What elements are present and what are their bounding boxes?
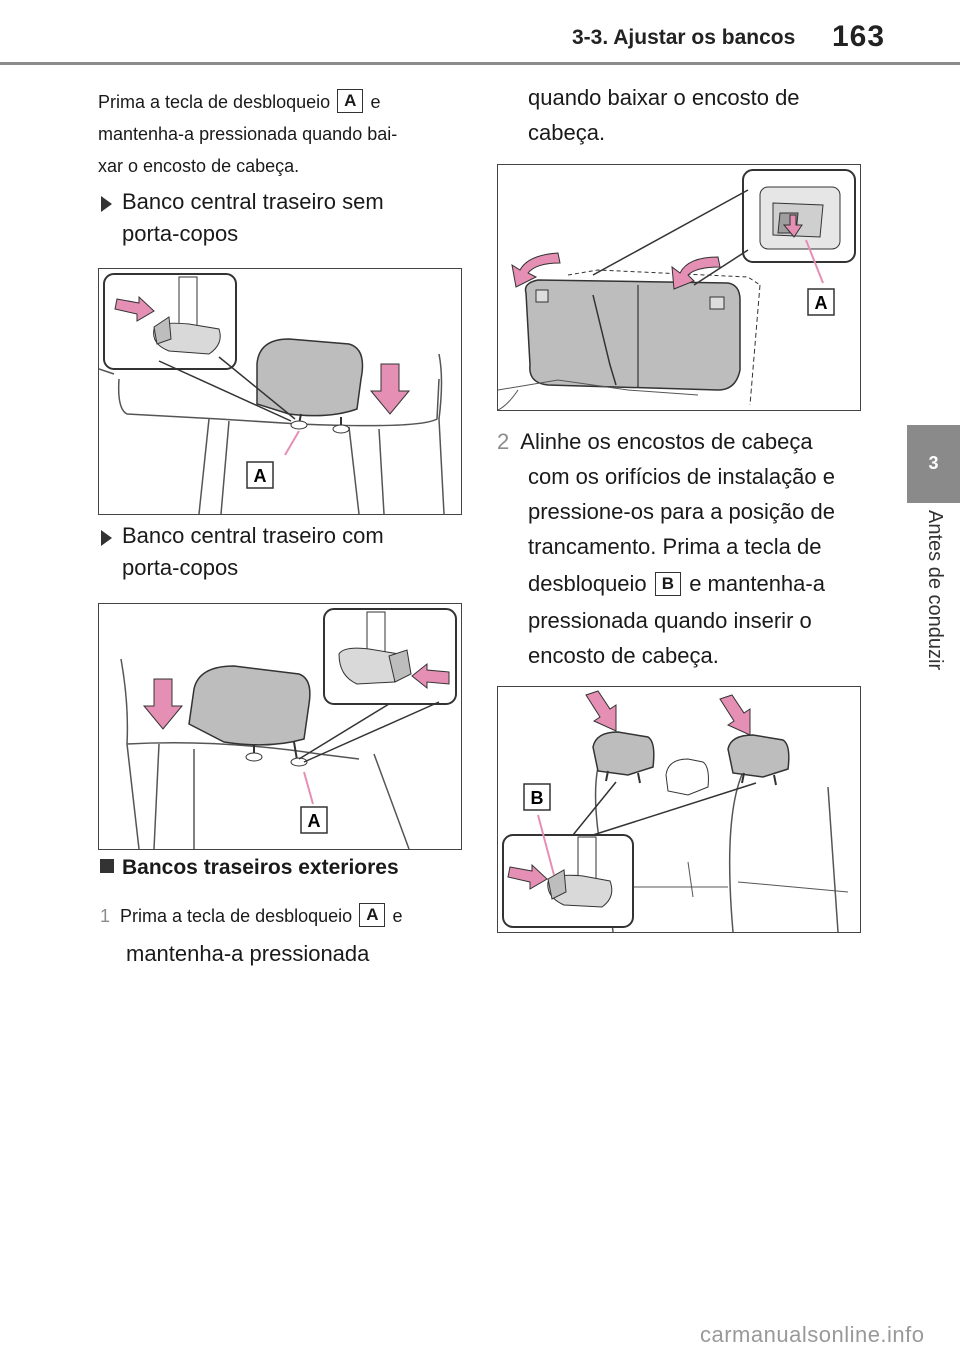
step-text: desbloqueio	[528, 571, 647, 596]
step-line: pressionada quando inserir o	[528, 608, 812, 633]
chapter-title-vertical: Antes de conduzir	[907, 510, 960, 710]
step-line: trancamento. Prima a tecla de	[528, 534, 822, 559]
key-badge: A	[337, 89, 364, 113]
bullet-triangle-icon	[101, 530, 112, 546]
bullet-line: porta-copos	[122, 555, 239, 580]
key-badge: B	[654, 572, 682, 596]
chapter-tab[interactable]: 3	[907, 425, 960, 503]
intro-line-1: Prima a tecla de desbloqueio A e	[98, 86, 458, 118]
callout-b: B	[531, 788, 544, 808]
header-rule	[0, 62, 960, 65]
callout-a: A	[254, 466, 267, 486]
figure-center-seat-with-cupholder: A	[98, 603, 462, 850]
step-2: 2 Alinhe os encostos de cabeça com os or…	[497, 424, 867, 673]
section-title: 3-3. Ajustar os bancos	[572, 26, 796, 49]
key-badge: A	[359, 903, 386, 927]
step-line: com os orifícios de instalação e	[528, 464, 835, 489]
step-line: mantenha-a pressionada	[126, 941, 370, 966]
step-number: 1	[100, 906, 111, 926]
step-1: 1 Prima a tecla de desbloqueio A e mante…	[100, 900, 460, 971]
step-line: pressione-os para a posição de	[528, 499, 835, 524]
continued-line: cabeça.	[528, 120, 606, 145]
bullet-line: Banco central traseiro com	[122, 523, 384, 548]
section-heading-text: Bancos traseiros exteriores	[122, 856, 399, 879]
figure-center-seat-no-cupholder: A	[98, 268, 462, 515]
chapter-number: 3	[928, 453, 939, 473]
figure-outer-seat-folded: A	[497, 164, 861, 411]
intro-text-end: e	[370, 92, 381, 112]
step-number: 2	[497, 429, 510, 454]
step-text-end: e	[392, 906, 403, 926]
continued-line: quando baixar o encosto de	[528, 85, 800, 110]
intro-line-3: xar o encosto de cabeça.	[98, 156, 300, 176]
intro-text: Prima a tecla de desbloqueio	[98, 92, 331, 112]
bullet-line: porta-copos	[122, 221, 239, 246]
watermark: carmanualsonline.info	[700, 1322, 925, 1347]
page-number: 163	[832, 20, 886, 53]
step-line: encosto de cabeça.	[528, 643, 719, 668]
callout-a: A	[308, 811, 321, 831]
intro-line-2: mantenha-a pressionada quando bai-	[98, 124, 398, 144]
step-text: e mantenha-a	[689, 571, 825, 596]
square-bullet-icon	[100, 859, 114, 873]
chapter-title: Antes de conduzir	[924, 510, 946, 671]
callout-a: A	[815, 293, 828, 313]
step-line: desbloqueio B e mantenha-a	[497, 566, 867, 601]
bullet-triangle-icon	[101, 196, 112, 212]
step-text: Alinhe os encostos de cabeça	[520, 429, 813, 454]
bullet-item: Banco central traseiro sem porta-copos	[122, 186, 384, 250]
figure-outer-seat-install: B	[497, 686, 861, 933]
bullet-item: Banco central traseiro com porta-copos	[122, 520, 384, 584]
section-heading: Bancos traseiros exteriores	[100, 852, 399, 884]
step-text: Prima a tecla de desbloqueio	[120, 906, 353, 926]
intro-paragraph: Prima a tecla de desbloqueio A e mantenh…	[98, 86, 458, 182]
continued-text: quando baixar o encosto de cabeça.	[528, 80, 800, 150]
bullet-line: Banco central traseiro sem	[122, 189, 384, 214]
